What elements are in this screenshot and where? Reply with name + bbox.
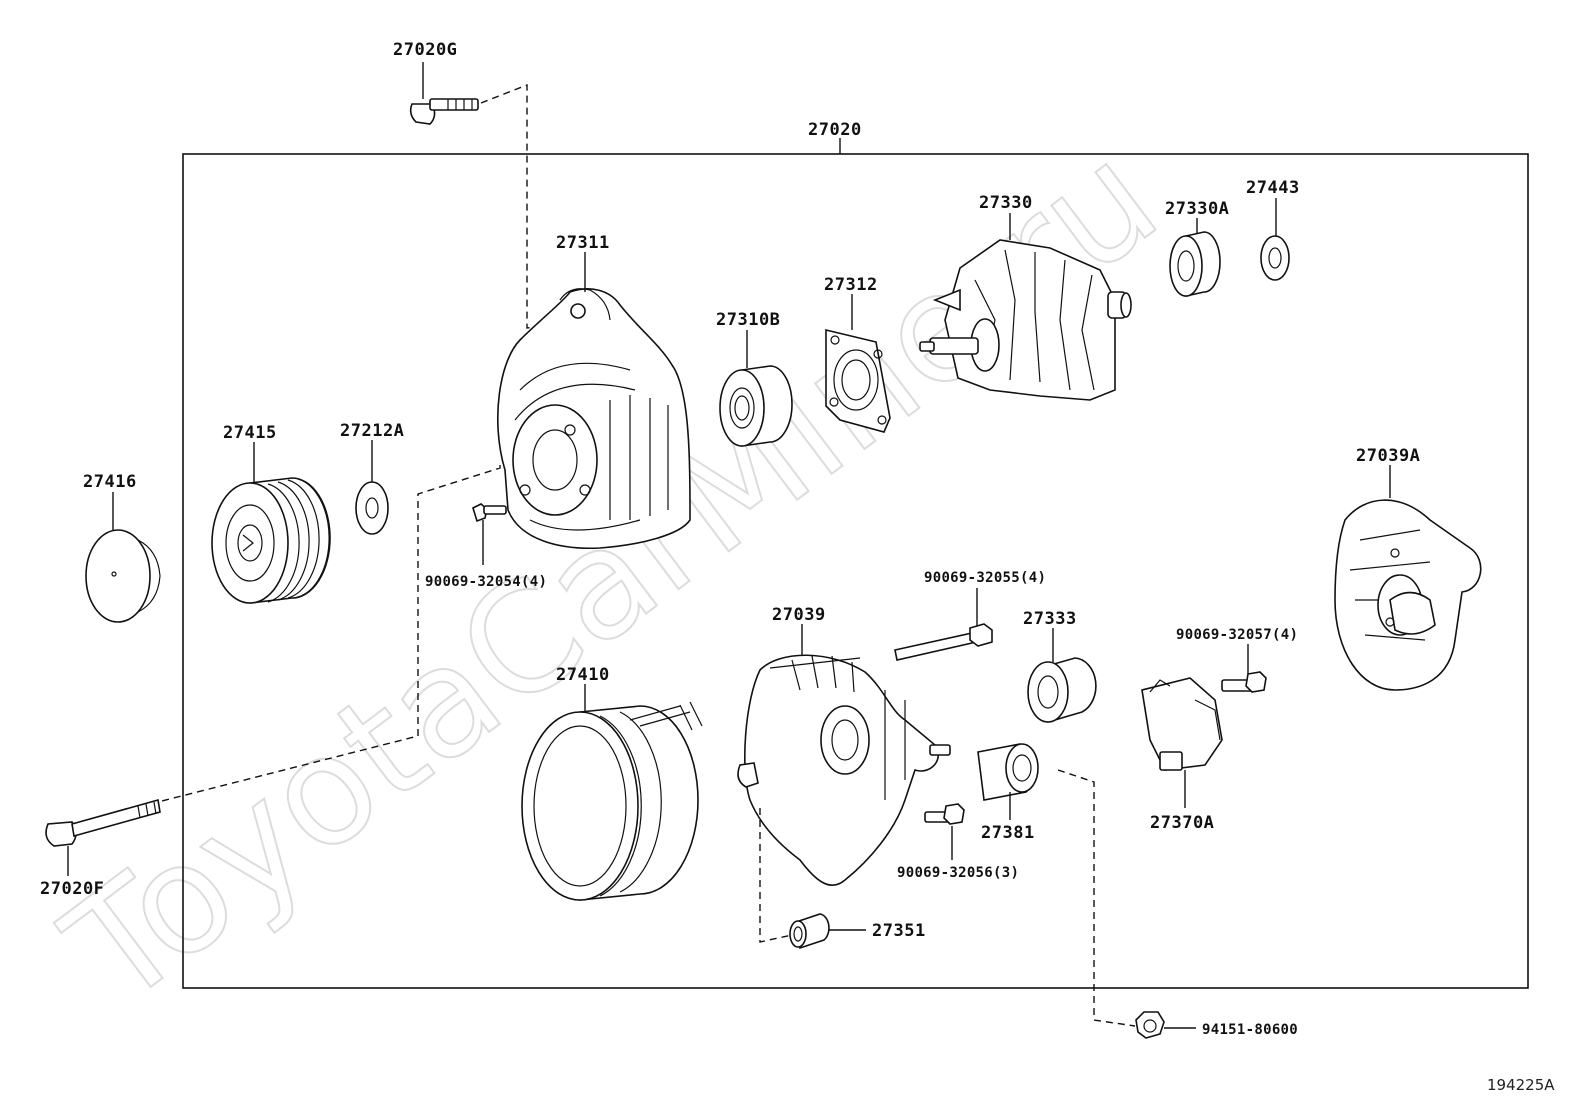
label-90069-32055: 90069-32055(4) (924, 570, 1046, 586)
label-27330a: 27330A (1165, 199, 1229, 219)
label-27039: 27039 (772, 605, 826, 625)
bearing-27330a (1169, 231, 1221, 297)
nut-94151-80600 (1135, 1011, 1165, 1039)
screw-90069-32054 (472, 503, 507, 523)
label-27370a: 27370A (1150, 813, 1214, 833)
label-90069-32057: 90069-32057(4) (1176, 627, 1298, 643)
label-27020f: 27020F (40, 879, 104, 899)
label-27310b: 27310B (716, 310, 780, 330)
bolt-90069-32055 (894, 623, 993, 661)
bearing-27310b (719, 365, 793, 447)
label-27020g: 27020G (393, 40, 457, 60)
bolt-27020f (45, 798, 161, 847)
washer-27212a (355, 481, 389, 535)
ring-27333 (1027, 657, 1097, 724)
bushing-27351 (789, 913, 830, 950)
label-27333: 27333 (1023, 609, 1077, 629)
label-27212a: 27212A (340, 421, 404, 441)
label-90069-32054: 90069-32054(4) (425, 574, 547, 590)
screw-90069-32056 (924, 803, 965, 825)
front-housing-27311 (496, 288, 691, 550)
label-27410: 27410 (556, 665, 610, 685)
pulley-27415 (211, 477, 331, 604)
label-27415: 27415 (223, 423, 277, 443)
label-27351: 27351 (872, 921, 926, 941)
label-27381: 27381 (981, 823, 1035, 843)
rear-cover-27039a (1334, 499, 1482, 691)
washer-27443 (1260, 235, 1290, 281)
rear-housing-27039 (737, 654, 951, 886)
cap-27416 (85, 529, 161, 623)
label-27312: 27312 (824, 275, 878, 295)
insulator-27381 (977, 743, 1039, 801)
stator-27410 (521, 701, 703, 901)
rotor-27330 (919, 239, 1132, 401)
retainer-plate-27312 (825, 328, 891, 433)
label-27330: 27330 (979, 193, 1033, 213)
regulator-27370a (1141, 677, 1223, 771)
label-27039a: 27039A (1356, 446, 1420, 466)
assembly-frame (182, 153, 1529, 989)
screw-90069-32057 (1221, 671, 1267, 693)
bolt-27020g (409, 98, 479, 125)
label-27416: 27416 (83, 472, 137, 492)
label-90069-32056: 90069-32056(3) (897, 865, 1019, 881)
label-94151-80600: 94151-80600 (1202, 1022, 1298, 1038)
assembly-label: 27020 (808, 120, 862, 140)
label-27443: 27443 (1246, 178, 1300, 198)
figure-code: 194225A (1487, 1076, 1555, 1094)
label-27311: 27311 (556, 233, 610, 253)
